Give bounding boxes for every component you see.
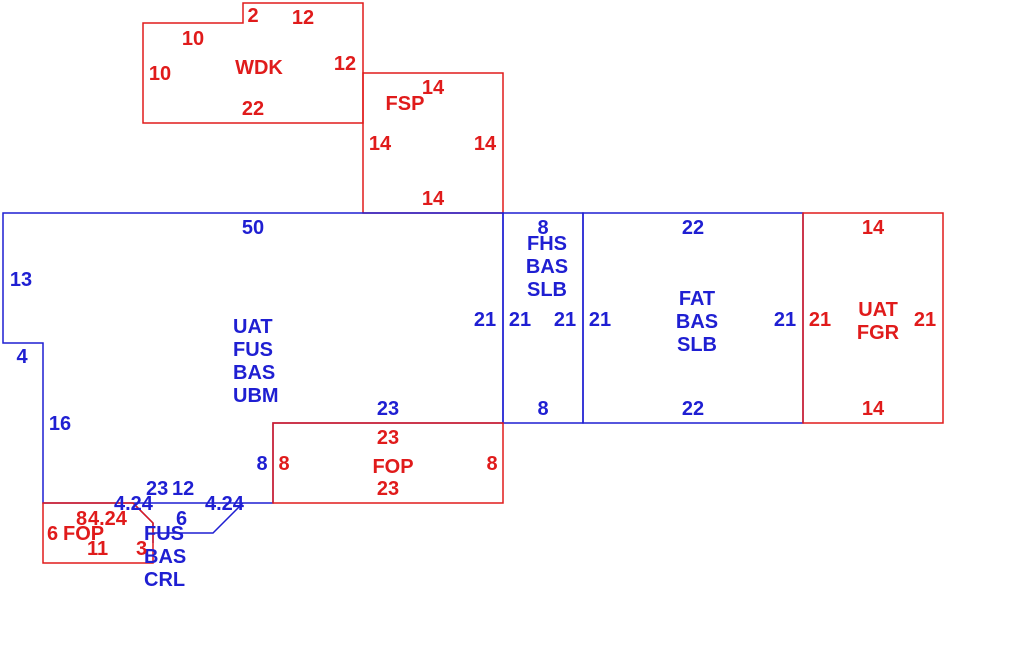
- area-label: SLB: [527, 279, 567, 301]
- area-fgr: UAT FGR 14 21 21 14: [809, 217, 936, 420]
- dimension-label: 23: [377, 478, 399, 500]
- dimension-label: 14: [862, 398, 885, 420]
- area-label: BAS: [526, 256, 568, 278]
- area-label: UAT: [858, 299, 898, 321]
- area-label: CRL: [144, 569, 185, 591]
- area-label: FSP: [386, 93, 425, 115]
- dimension-label: 12: [334, 53, 356, 75]
- dimension-label: 8: [537, 217, 548, 239]
- dimension-label: 4.24: [88, 508, 128, 530]
- area-label: WDK: [235, 57, 283, 79]
- dimension-label: 6: [47, 523, 58, 545]
- wdk-outline: [142, 2, 364, 124]
- area-label: BAS: [676, 311, 718, 333]
- dimension-label: 8: [537, 398, 548, 420]
- dimension-label: 21: [509, 309, 531, 331]
- dimension-label: 14: [474, 133, 497, 155]
- dimension-label: 4.24: [205, 493, 245, 515]
- dimension-label: 13: [10, 269, 32, 291]
- dimension-label: 8: [278, 453, 289, 475]
- dimension-label: 14: [862, 217, 885, 239]
- dimension-label: 21: [809, 309, 831, 331]
- area-label: FOP: [63, 523, 104, 545]
- dimension-label: 23: [377, 398, 399, 420]
- dimension-label: 21: [914, 309, 936, 331]
- area-label: FGR: [857, 322, 900, 344]
- dimension-label: 2: [247, 5, 258, 27]
- dimension-label: 8: [486, 453, 497, 475]
- dimension-label: 21: [589, 309, 611, 331]
- dimension-label: 12: [292, 7, 314, 29]
- dimension-label: 14: [422, 77, 445, 99]
- area-label: BAS: [233, 362, 275, 384]
- area-wdk: WDK 2 12 10 10 12 22: [149, 5, 356, 120]
- dimension-label: 21: [554, 309, 576, 331]
- dimension-label: 14: [369, 133, 392, 155]
- dimension-label: 22: [682, 217, 704, 239]
- dimension-label: 23: [377, 427, 399, 449]
- area-label: FAT: [679, 288, 715, 310]
- area-label: UAT: [233, 316, 273, 338]
- area-label: UBM: [233, 385, 279, 407]
- dimension-label: 8: [76, 508, 87, 530]
- dimension-label: 21: [774, 309, 796, 331]
- dimension-label: 10: [182, 28, 204, 50]
- area-main: UAT FUS BAS UBM 50 13 4 16 21 23 8: [10, 217, 496, 475]
- dimension-label: 16: [49, 413, 71, 435]
- dimension-label: 50: [242, 217, 264, 239]
- dimension-label: 14: [422, 188, 445, 210]
- fop-outline: [272, 422, 504, 504]
- area-label: FUS: [144, 523, 184, 545]
- dimension-label: 8: [256, 453, 267, 475]
- area-fat: FAT BAS SLB 22 21 21 22: [589, 217, 796, 420]
- dimension-label: 22: [682, 398, 704, 420]
- dimension-label: 12: [172, 478, 194, 500]
- area-label: SLB: [677, 334, 717, 356]
- dimension-label: 10: [149, 63, 171, 85]
- area-label: BAS: [144, 546, 186, 568]
- area-label: FOP: [372, 456, 413, 478]
- dimension-label: 3: [136, 538, 147, 560]
- area-fhs: FHS BAS SLB 8 21 21 8: [509, 217, 576, 420]
- area-fop-small: FOP 8 4.24 6 11 3: [47, 508, 147, 560]
- dimension-label: 6: [176, 508, 187, 530]
- area-label: FUS: [233, 339, 273, 361]
- dimension-label: 22: [242, 98, 264, 120]
- area-fop: FOP 23 8 8 23: [278, 427, 497, 500]
- area-crl: FUS BAS CRL 23 12 4.24 4.24 6: [114, 478, 245, 591]
- area-fsp: FSP 14 14 14 14: [369, 77, 497, 210]
- dimension-label: 4: [16, 346, 28, 368]
- area-label: FHS: [527, 233, 567, 255]
- fop-small-outline: [42, 502, 154, 564]
- dimension-label: 11: [87, 538, 108, 560]
- area-outlines: [2, 2, 944, 564]
- dimension-label: 23: [146, 478, 168, 500]
- dimension-label: 4.24: [114, 493, 154, 515]
- dimension-label: 21: [474, 309, 496, 331]
- fgr-outline: [802, 212, 944, 424]
